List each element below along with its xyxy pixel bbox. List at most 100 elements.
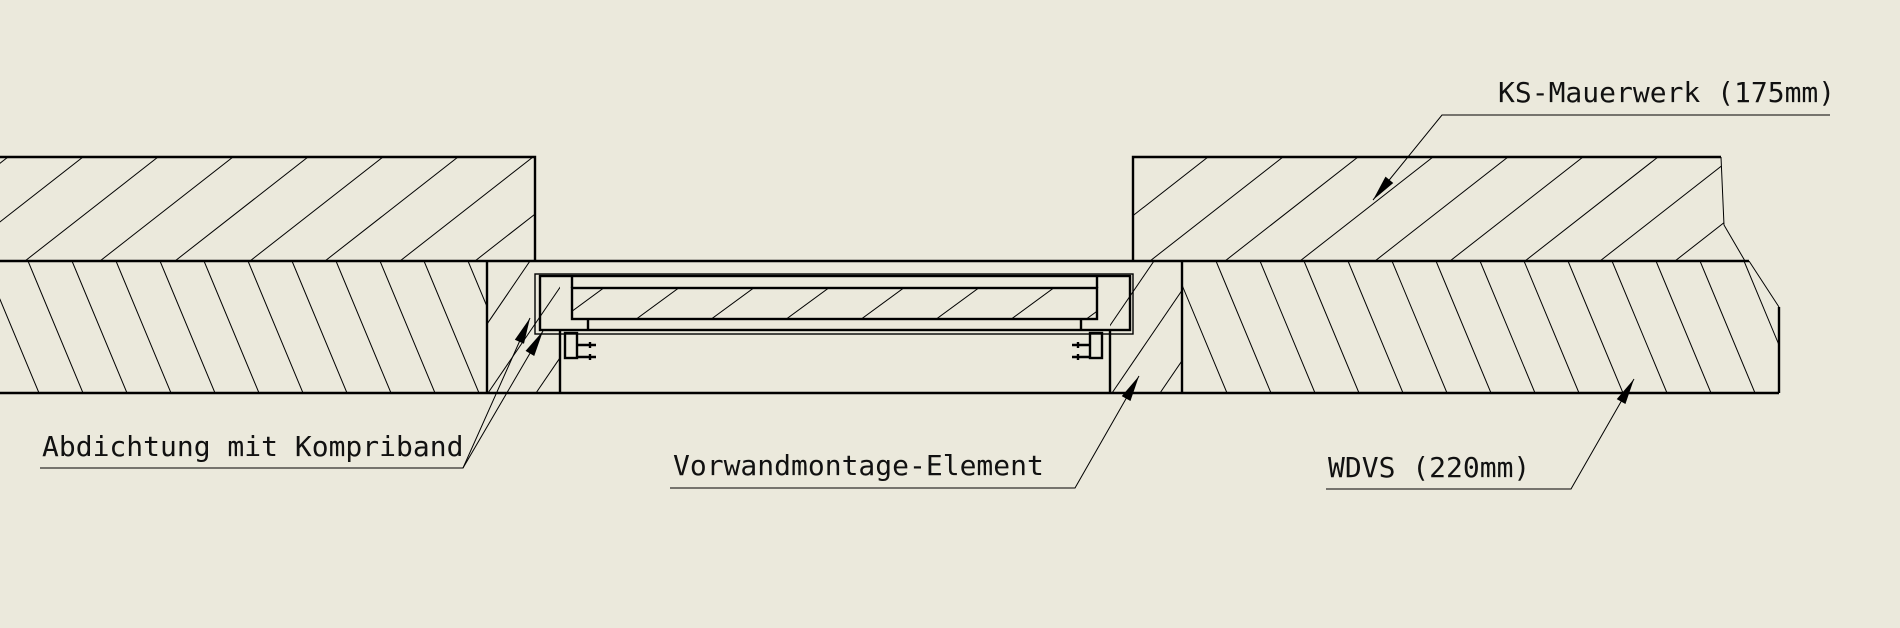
hatch-line: [687, 261, 744, 393]
window-frame: [534, 273, 1134, 335]
label-mounting-element: Vorwandmontage-Element: [673, 449, 1044, 482]
hatch-line: [467, 261, 524, 393]
hatch-line: [1074, 157, 1209, 261]
hatch-line: [995, 261, 1052, 393]
hatch-line: [775, 261, 832, 393]
hatch-line: [0, 157, 9, 261]
hatch-line: [711, 289, 754, 318]
hatch-line: [487, 261, 579, 393]
leader-masonry: [1372, 114, 1830, 201]
hatch-line: [1011, 289, 1054, 318]
hatch-line: [951, 261, 1008, 393]
hatch-line: [203, 261, 260, 393]
hatch-line: [679, 261, 771, 393]
hatch-line: [1435, 261, 1492, 393]
hatch-line: [1208, 261, 1298, 393]
hatch-line: [535, 261, 627, 393]
hatch-line: [643, 261, 700, 393]
hatch-line: [1347, 261, 1404, 393]
masonry-wall: [0, 155, 1749, 263]
hatch-line: [1391, 261, 1448, 393]
hatch-line: [1479, 261, 1536, 393]
arrowhead-icon: [514, 318, 530, 344]
hatch-line: [1750, 157, 1883, 261]
hatch-line: [631, 261, 723, 393]
hatch-line: [599, 261, 656, 393]
hatch-line: [1015, 261, 1107, 393]
leader-insulation: [1326, 378, 1635, 490]
leader-sealing-2: [462, 330, 544, 469]
hatch-line: [863, 261, 920, 393]
masonry-hatch: [0, 157, 1900, 261]
hatch-line: [636, 289, 679, 318]
hatch-line: [967, 261, 1059, 393]
arrowhead-icon: [1616, 379, 1634, 405]
hatch-line: [1523, 261, 1580, 393]
hatch-line: [71, 261, 128, 393]
hatch-line: [1699, 261, 1756, 393]
hatch-line: [849, 157, 984, 261]
hatch-line: [1171, 261, 1228, 393]
hatch-line: [924, 157, 1059, 261]
hatch-line: [583, 261, 675, 393]
hatch-line: [572, 289, 604, 312]
hatch-line: [99, 157, 234, 261]
hatch-line: [423, 261, 480, 393]
hatch-line: [324, 157, 459, 261]
glass-hatch: [572, 289, 1097, 318]
hatch-line: [1374, 157, 1509, 261]
hatch-line: [1599, 157, 1734, 261]
hatch-line: [1215, 261, 1272, 393]
hatch-line: [861, 289, 904, 318]
hatch-line: [379, 261, 436, 393]
hatch-line: [555, 261, 612, 393]
hatch-line: [1743, 261, 1779, 393]
hatch-line: [487, 261, 531, 393]
hatch-line: [1149, 157, 1284, 261]
hatch-line: [774, 157, 909, 261]
hatch-line: [1655, 261, 1712, 393]
hatch-line: [1299, 157, 1434, 261]
arrowhead-icon: [1121, 376, 1139, 402]
hatch-line: [907, 261, 964, 393]
hatch-line: [27, 261, 84, 393]
hatch-line: [549, 157, 684, 261]
label-insulation: WDVS (220mm): [1328, 451, 1530, 484]
hatch-line: [1611, 261, 1668, 393]
hatch-line: [159, 261, 216, 393]
hatch-line: [919, 261, 1011, 393]
hatch-line: [1224, 157, 1359, 261]
hatch-line: [249, 157, 384, 261]
hatch-line: [786, 289, 829, 318]
hatch-line: [1524, 157, 1659, 261]
window-hardware-right: [1072, 331, 1104, 360]
hatch-line: [1788, 261, 1843, 393]
hatch-line: [0, 261, 40, 393]
mounting-element: [485, 261, 1184, 393]
hatch-line: [474, 157, 609, 261]
hatch-line: [1086, 310, 1097, 318]
hatch-line: [1159, 261, 1182, 393]
arrowhead-icon: [1373, 176, 1394, 200]
hatch-line: [1259, 261, 1316, 393]
hatch-line: [291, 261, 348, 393]
hatch-line: [247, 261, 304, 393]
hatch-line: [999, 157, 1134, 261]
hatch-line: [24, 157, 159, 261]
hatch-line: [1567, 261, 1624, 393]
hatch-line: [0, 157, 84, 261]
label-masonry: KS-Mauerwerk (175mm): [1498, 76, 1835, 109]
hatch-line: [823, 261, 915, 393]
insulation-layer: [0, 260, 1781, 395]
arrowhead-icon: [525, 331, 543, 356]
hatch-line: [1825, 157, 1900, 261]
hatch-line: [727, 261, 819, 393]
label-sealing: Abdichtung mit Kompriband: [42, 430, 463, 463]
leader-lines: [40, 114, 1830, 490]
hatch-line: [1039, 261, 1096, 393]
hatch-line: [1303, 261, 1360, 393]
leader-mounting-element: [670, 375, 1140, 489]
hatch-line: [399, 157, 534, 261]
